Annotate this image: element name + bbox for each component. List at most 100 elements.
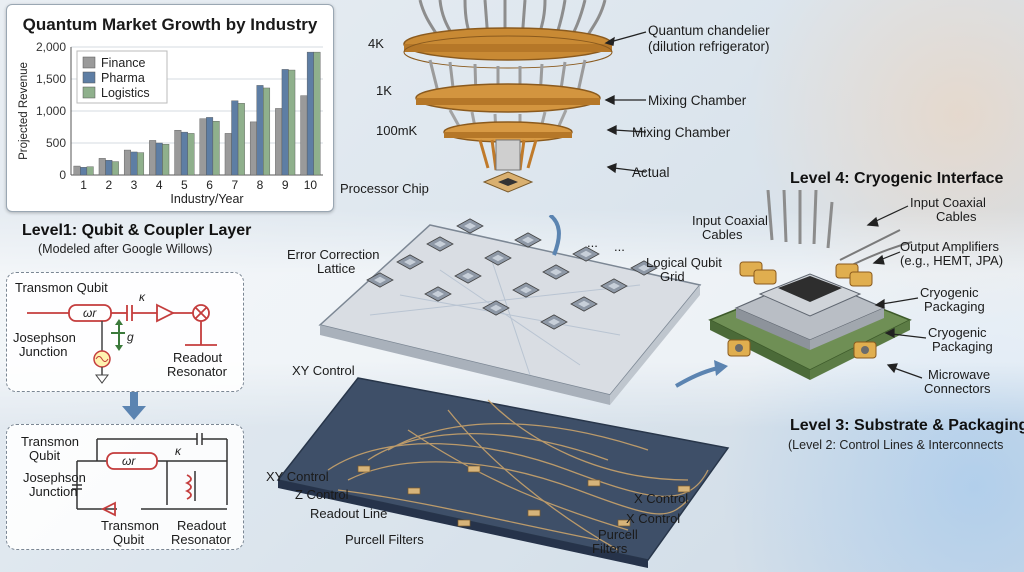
cryo-pack2-line2: Packaging [932, 339, 993, 354]
readout-label-bottom: Readout Resonator [171, 519, 231, 547]
qubit-core [580, 250, 592, 258]
omega-symbol-top: ωr [83, 306, 97, 320]
legend-swatch [82, 56, 96, 69]
output-amp-label: Output Amplifiers (e.g., HEMT, JPA) [900, 240, 1003, 268]
x-axis-label: Industry/Year [170, 192, 243, 206]
level4-title: Level 4: Cryogenic Interface [790, 170, 1004, 187]
bar-logistics [162, 144, 170, 176]
bar-logistics [288, 69, 296, 176]
purcell-filters-label: Purcell Filters [345, 532, 424, 547]
mixing-chamber-label-2: Mixing Chamber [632, 125, 731, 140]
error-correction-line1: Error Correction [287, 247, 380, 262]
bar-logistics [263, 87, 271, 176]
ellipsis-1: ... [587, 235, 598, 250]
josephson-line2-top: Junction [19, 344, 68, 359]
bar-logistics [111, 161, 119, 176]
level4-arrows [866, 205, 927, 379]
qubit-core [550, 268, 562, 276]
bar-finance [300, 95, 308, 176]
transmon-b-label: Transmon Qubit [101, 519, 159, 547]
josephson-label-top: Josephson Junction [13, 331, 76, 359]
transmon-circuit-top: ωr κ g Transmon Qubit Josephson Junction… [6, 272, 244, 392]
kappa-symbol-bottom: κ [175, 444, 182, 458]
input-coax-b-line2: Cables [936, 209, 977, 224]
x-tick-label: 7 [231, 178, 238, 192]
actual-label: Actual [632, 165, 670, 180]
level3-subtitle: (Level 2: Control Lines & Interconnects [788, 438, 1004, 452]
y-axis-label: Projected Revenue [18, 62, 30, 160]
bar-pharma [306, 51, 314, 176]
qubit-core [522, 236, 534, 244]
transmon-label-bottom: Transmon Qubit [21, 435, 79, 463]
microwave-line2: Connectors [924, 381, 991, 396]
circuit-top-drawing: ωr κ g [27, 290, 217, 384]
input-coax-b-line1: Input Coaxial [910, 195, 986, 210]
readout-line2-top: Resonator [167, 364, 227, 379]
level1-title: Level1: Qubit & Coupler Layer [22, 222, 252, 239]
transmon-line2-bottom: Qubit [29, 448, 61, 463]
bar-logistics [313, 51, 321, 176]
x-tick-label: 1 [80, 178, 87, 192]
bar-finance [174, 129, 182, 176]
xy-control-label: XY Control [266, 469, 329, 484]
chandelier-label: Quantum chandelier [648, 23, 770, 38]
purcell-filters-label-2: Purcell Filters [592, 528, 638, 556]
kappa-symbol-top: κ [139, 290, 146, 304]
y-tick-label: 1,500 [36, 72, 66, 86]
josephson-line2-bottom: Junction [29, 484, 78, 499]
control-line-substrate [276, 377, 730, 568]
qubit-core [548, 318, 560, 326]
processor-chip-label: Processor Chip [340, 181, 429, 196]
x-tick-label: 6 [206, 178, 213, 192]
bar-pharma [105, 160, 113, 176]
bar-finance [98, 158, 106, 176]
legend-label: Finance [101, 56, 146, 70]
purcell2-line1: Purcell [598, 527, 638, 542]
transmon-b-line2: Qubit [113, 532, 145, 547]
transmon-b-line1: Transmon [101, 518, 160, 533]
stage-label-1k: 1K [376, 83, 392, 98]
legend-label: Pharma [101, 71, 145, 85]
y-tick-label: 500 [46, 136, 66, 150]
logical-qubit-line1: Logical Qubit [646, 255, 722, 270]
bar-finance [275, 108, 283, 176]
legend-label: Logistics [101, 86, 150, 100]
ellipsis-2: ... [614, 239, 625, 254]
qubit-core [492, 254, 504, 262]
legend-swatch [82, 71, 96, 84]
mixing-chamber-label-1: Mixing Chamber [648, 93, 747, 108]
cryo-packaging-label-2: Cryogenic Packaging [928, 326, 993, 354]
stage-label-100mk: 100mK [376, 123, 418, 138]
bar-logistics [212, 121, 220, 176]
xy-control-label-top: XY Control [292, 363, 355, 378]
bar-pharma [155, 142, 163, 176]
qubit-core [462, 272, 474, 280]
readout-line-label: Readout Line [310, 506, 388, 521]
circuit-bottom-drawing: ωr κ [72, 433, 228, 517]
bar-pharma [281, 69, 289, 176]
cryogenic-package [708, 190, 913, 380]
x-tick-label: 3 [131, 178, 138, 192]
cryo-pack1-line1: Cryogenic [920, 285, 979, 300]
chart-title: Quantum Market Growth by Industry [22, 15, 318, 34]
qubit-tile-group [366, 218, 658, 330]
qubit-lattice-plate [318, 215, 702, 405]
qubit-core [404, 258, 416, 266]
y-tick-label: 2,000 [36, 40, 66, 54]
input-coax-label-b: Input Coaxial Cables [910, 196, 986, 224]
transmon-circuit-bottom: ωr κ Transmon Qubit Josephson Junction T… [6, 424, 244, 550]
legend-swatch [82, 86, 96, 99]
qubit-core [638, 264, 650, 272]
stage-label-4k: 4K [368, 36, 384, 51]
bar-logistics [137, 152, 145, 176]
qubit-core [520, 286, 532, 294]
x-tick-label: 5 [181, 178, 188, 192]
arrow-to-level4 [675, 360, 728, 388]
dilution-refrigerator [403, 0, 613, 193]
readout-line1-bottom: Readout [177, 518, 227, 533]
down-arrow [122, 392, 146, 420]
cryo-pack2-line1: Cryogenic [928, 325, 987, 340]
bar-finance [199, 118, 207, 176]
error-correction-line2: Lattice [317, 261, 356, 276]
